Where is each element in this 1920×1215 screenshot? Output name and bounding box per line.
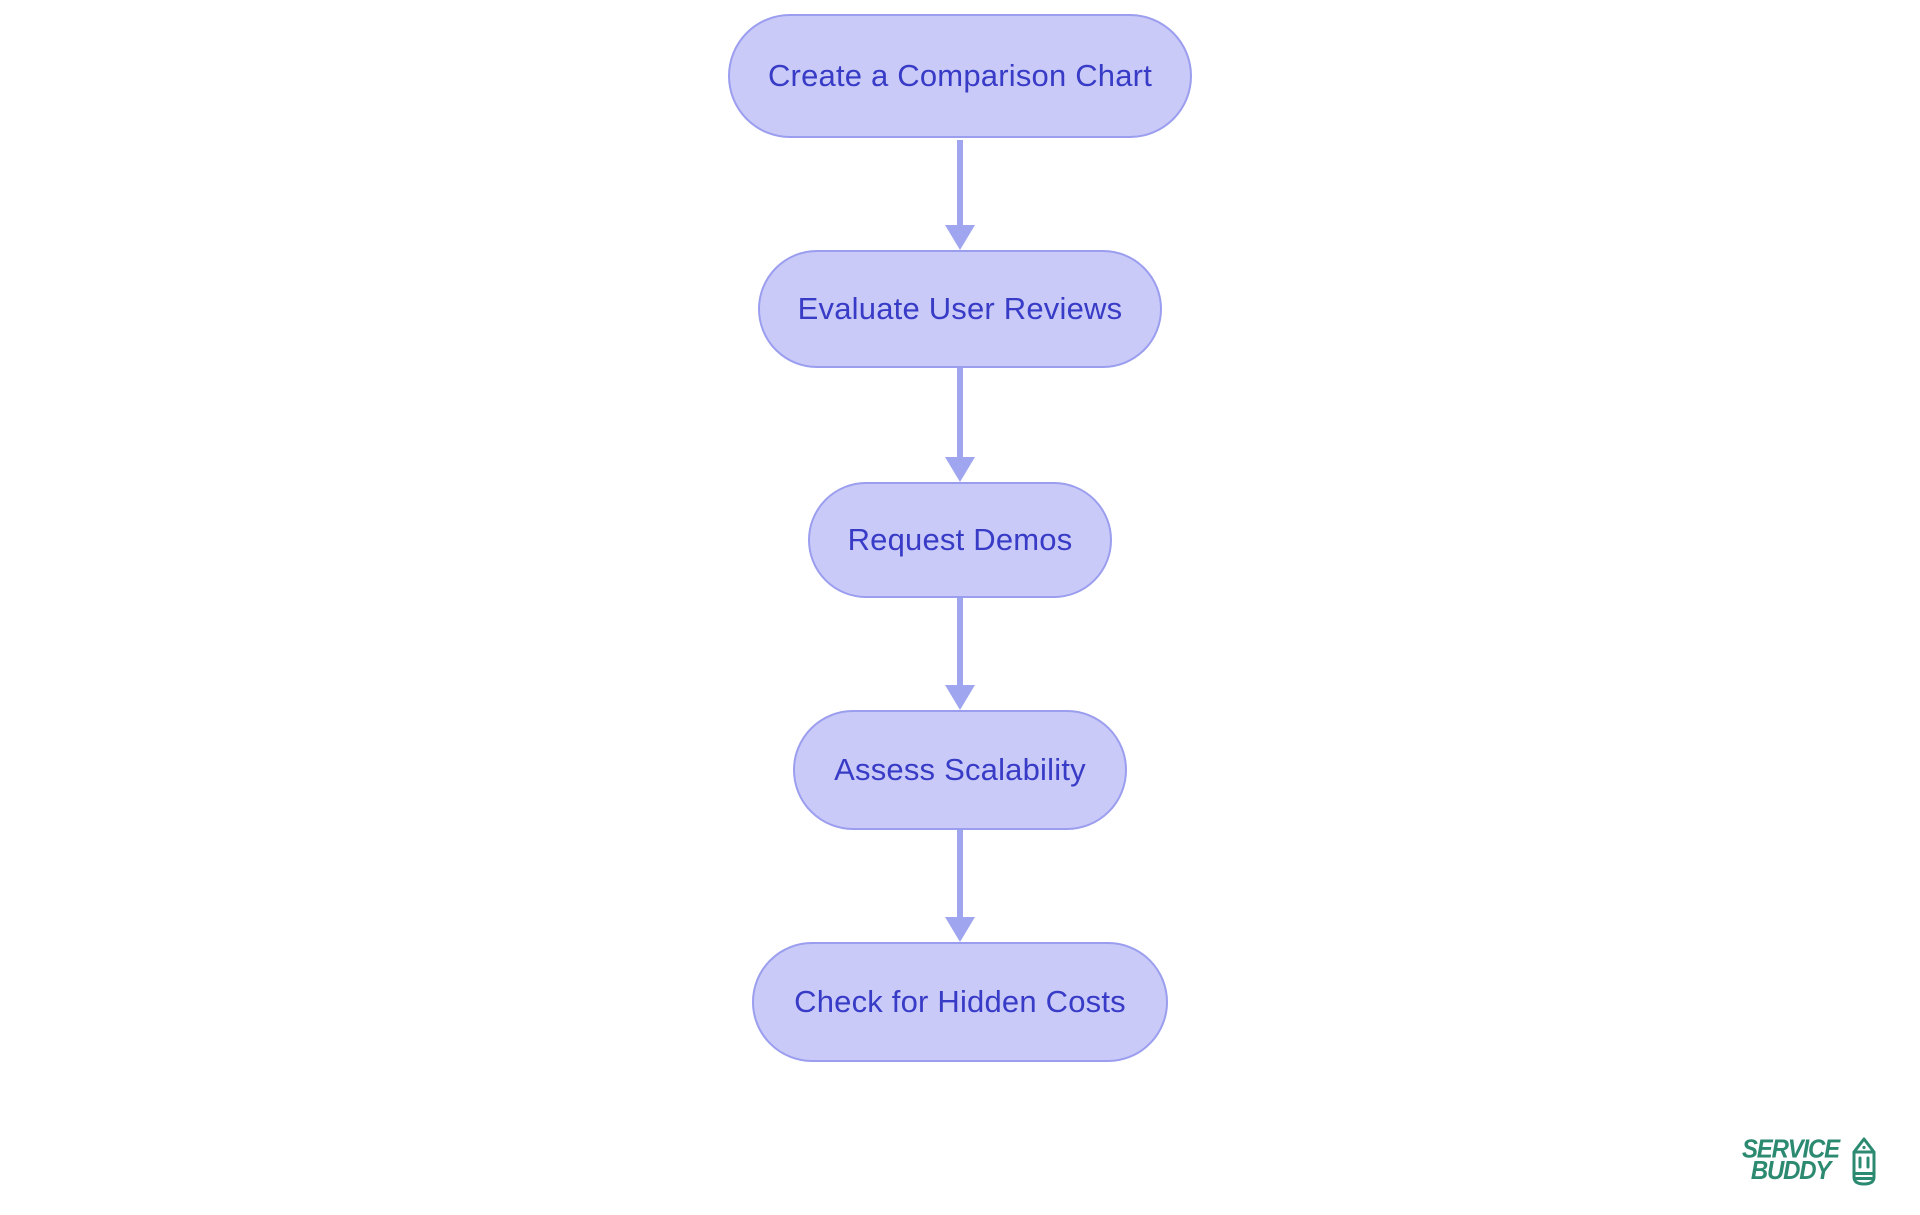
logo-line2: BUDDY [1750,1156,1832,1186]
arrow-line [957,598,963,688]
arrow-head-icon [945,225,975,250]
arrow-head-icon [945,457,975,482]
node-label: Evaluate User Reviews [797,291,1123,326]
arrow-line [957,830,963,920]
arrow-line [957,368,963,460]
flow-arrow-2 [945,368,975,482]
arrow-head-icon [945,685,975,710]
arrow-head-icon [945,917,975,942]
flow-arrow-3 [945,598,975,710]
flow-node-request-demos: Request Demos [808,482,1112,598]
arrow-line [957,140,963,228]
node-label: Create a Comparison Chart [767,58,1153,93]
flow-node-evaluate-user-reviews: Evaluate User Reviews [758,250,1162,368]
logo-wordmark: SERVICE BUDDY [1742,1134,1840,1186]
logo-line1: SERVICE [1742,1134,1840,1164]
flow-arrow-4 [945,830,975,942]
flow-node-assess-scalability: Assess Scalability [793,710,1127,830]
pencil-icon [1852,1137,1876,1186]
node-label: Check for Hidden Costs [794,984,1126,1019]
service-buddy-logo: SERVICE BUDDY [1742,1134,1881,1187]
flow-arrow-1 [945,140,975,250]
node-label: Request Demos [847,522,1073,557]
node-label: Assess Scalability [834,752,1086,787]
flow-node-create-comparison-chart: Create a Comparison Chart [728,14,1192,138]
flow-node-check-for-hidden-costs: Check for Hidden Costs [752,942,1168,1062]
